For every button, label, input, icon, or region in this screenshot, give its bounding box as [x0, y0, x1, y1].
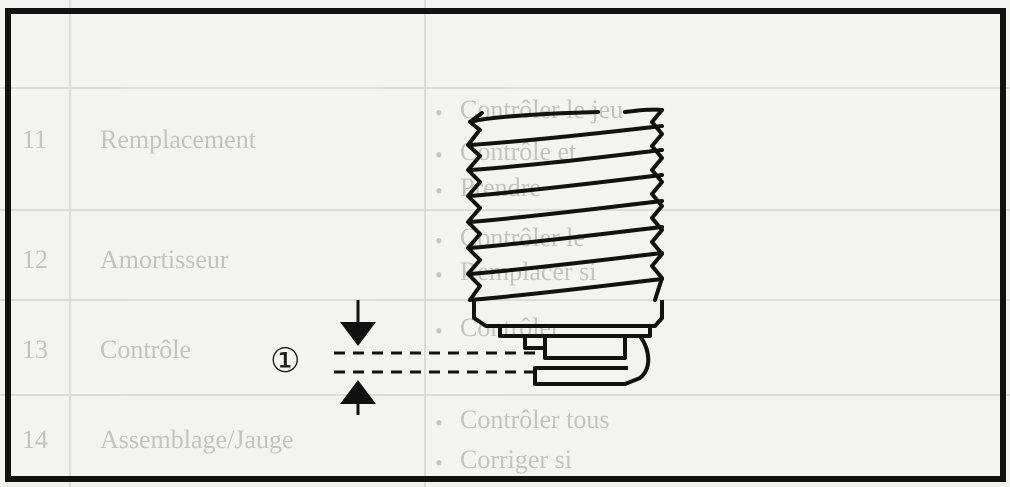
bg-bullet: • — [435, 262, 443, 287]
bg-row-number: 14 — [22, 425, 48, 454]
bg-note: Corriger si — [460, 445, 572, 474]
spark-plug-tip — [472, 300, 664, 386]
gap-arrows — [340, 300, 376, 415]
bg-row-number: 11 — [22, 125, 48, 154]
bg-row-label: Remplacement — [100, 125, 256, 154]
bg-row-label: Contrôle — [100, 335, 191, 364]
bg-row-label: Assemblage/Jauge — [100, 425, 294, 454]
bg-bullet: • — [435, 450, 443, 475]
arrow-down-icon — [340, 322, 376, 346]
bg-bullet: • — [435, 142, 443, 167]
arrow-up-icon — [340, 380, 376, 404]
bg-bullet: • — [435, 178, 443, 203]
bg-bullet: • — [435, 100, 443, 125]
panel-border — [5, 8, 1006, 482]
bg-bullet: • — [435, 318, 443, 343]
gap-reference-lines — [334, 351, 540, 374]
spark-plug-threads — [466, 107, 664, 302]
bg-row-label: Amortisseur — [100, 245, 229, 274]
gap-callout-label: ① — [270, 341, 301, 381]
bg-row-number: 12 — [22, 245, 48, 274]
bg-row-number: 13 — [22, 335, 48, 364]
bg-bullet: • — [435, 410, 443, 435]
bg-note: Contrôler tous — [460, 405, 610, 434]
bg-bullet: • — [435, 228, 443, 253]
